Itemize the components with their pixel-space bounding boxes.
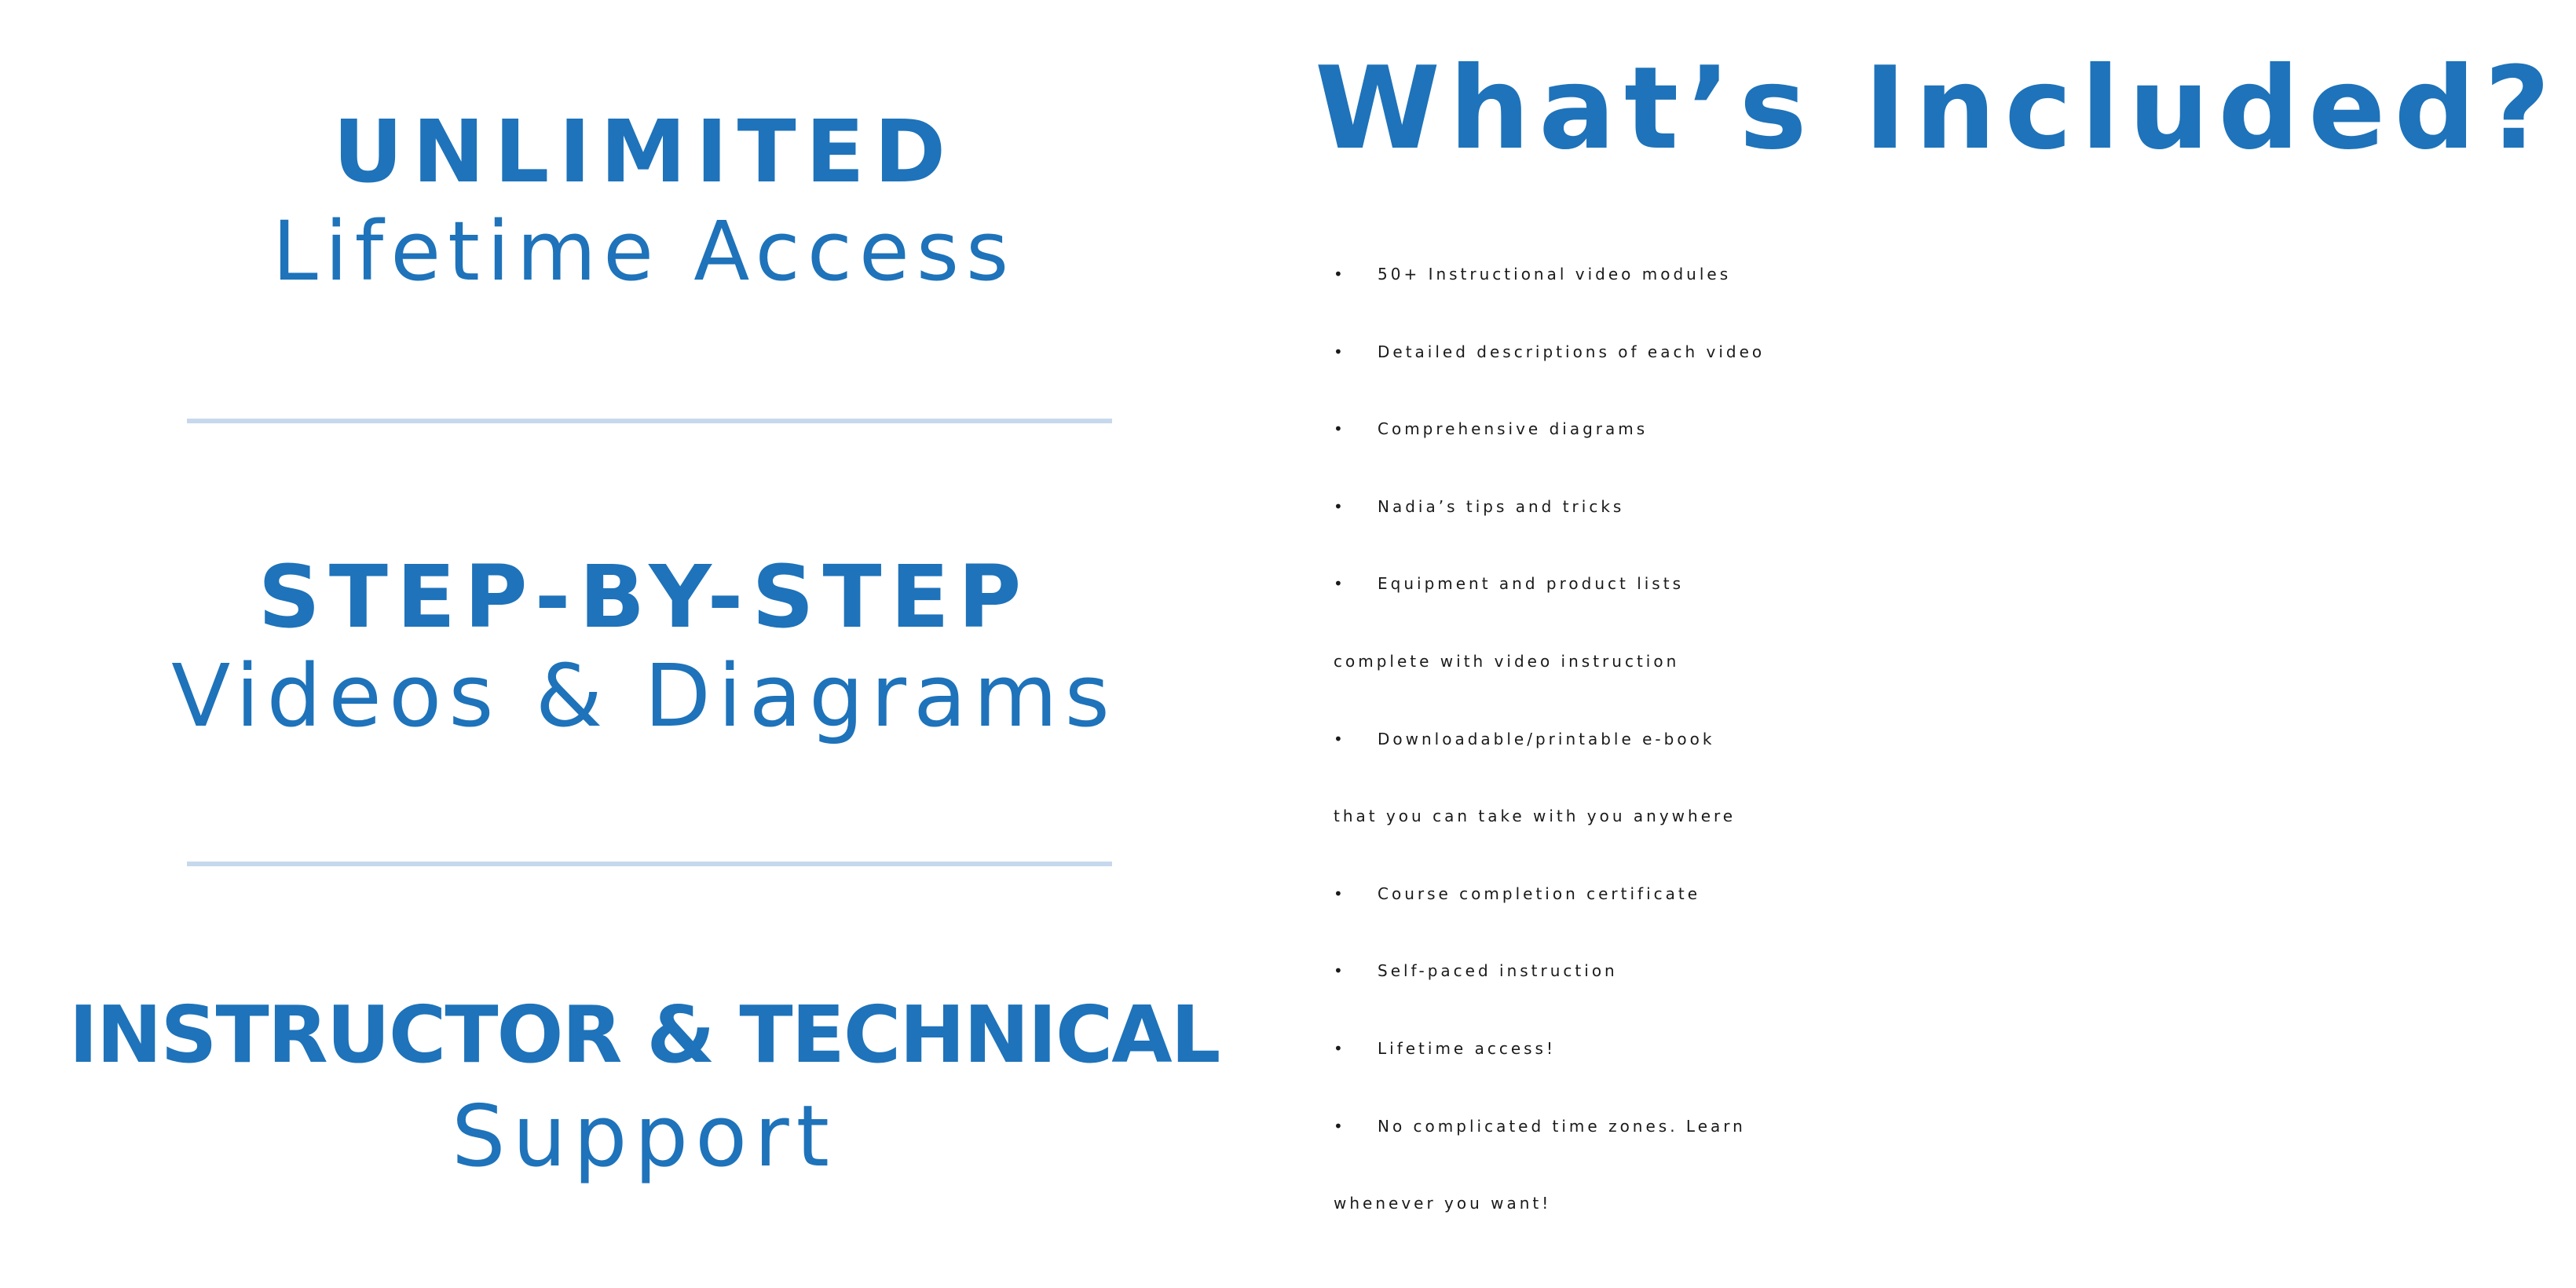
list-item-text: Nadia’s tips and tricks bbox=[1378, 496, 1625, 516]
list-item-text: Equipment and product lists bbox=[1378, 574, 1684, 594]
list-item: • Course completion certificate bbox=[1334, 855, 2574, 933]
list-item-text: Self-paced instruction bbox=[1378, 961, 1618, 981]
bullet-icon: • bbox=[1334, 1116, 1346, 1136]
list-item-continuation: complete with video instruction bbox=[1334, 651, 1680, 671]
divider bbox=[187, 862, 1112, 866]
feature-heading: UNLIMITED bbox=[332, 101, 956, 202]
list-item-text: 50+ Instructional video modules bbox=[1378, 265, 1732, 284]
list-item: • Nadia’s tips and tricks bbox=[1334, 468, 2574, 546]
feature-support: INSTRUCTOR & TECHNICAL Support bbox=[0, 996, 1288, 1180]
list-item-text: Downloadable/printable e-book bbox=[1378, 729, 1715, 748]
bullet-icon: • bbox=[1334, 729, 1346, 748]
bullet-icon: • bbox=[1334, 419, 1346, 439]
bullet-icon: • bbox=[1334, 1038, 1346, 1058]
list-item: • Comprehensive diagrams bbox=[1334, 390, 2574, 468]
list-item: • Equipment and product lists complete wit… bbox=[1334, 545, 2574, 700]
list-item-continuation: that you can take with you anywhere bbox=[1334, 807, 1736, 826]
whats-included-column: What’s Included? • 50+ Instructional vide… bbox=[1288, 0, 2576, 1288]
list-item-text: Course completion certificate bbox=[1378, 884, 1701, 903]
bullet-icon: • bbox=[1334, 574, 1346, 594]
list-item-text: Lifetime access! bbox=[1378, 1038, 1556, 1058]
whats-included-title: What’s Included? bbox=[1315, 42, 2560, 175]
bullet-icon: • bbox=[1334, 265, 1346, 284]
list-item: • Detailed descriptions of each video bbox=[1334, 313, 2574, 391]
feature-unlimited: UNLIMITED Lifetime Access bbox=[0, 108, 1288, 292]
list-item: • Lifetime access! bbox=[1334, 1010, 2574, 1088]
feature-subheading: Support bbox=[452, 1088, 836, 1186]
bullet-icon: • bbox=[1334, 884, 1346, 903]
list-item-text: Comprehensive diagrams bbox=[1378, 419, 1648, 439]
feature-heading: STEP-BY-STEP bbox=[258, 547, 1030, 647]
feature-heading: INSTRUCTOR & TECHNICAL bbox=[68, 989, 1221, 1081]
features-column: UNLIMITED Lifetime Access STEP-BY-STEP V… bbox=[0, 108, 1288, 1180]
feature-step-by-step: STEP-BY-STEP Videos & Diagrams bbox=[0, 554, 1288, 739]
list-item-text: No complicated time zones. Learn bbox=[1378, 1116, 1746, 1136]
bullet-icon: • bbox=[1334, 342, 1346, 361]
list-item-text: Detailed descriptions of each video bbox=[1378, 342, 1766, 361]
list-item: • Self-paced instruction bbox=[1334, 932, 2574, 1010]
included-list: • 50+ Instructional video modules • Detail… bbox=[1334, 236, 2574, 1242]
list-item: • 50+ Instructional video modules bbox=[1334, 236, 2574, 313]
feature-subheading: Videos & Diagrams bbox=[171, 646, 1117, 746]
bullet-icon: • bbox=[1334, 496, 1346, 516]
feature-subheading: Lifetime Access bbox=[272, 203, 1016, 299]
list-item: • Downloadable/printable e-book that you c… bbox=[1334, 701, 2574, 855]
bullet-icon: • bbox=[1334, 961, 1346, 981]
divider bbox=[187, 419, 1112, 423]
list-item-continuation: whenever you want! bbox=[1334, 1194, 1552, 1213]
list-item: • No complicated time zones. Learn wheneve… bbox=[1334, 1088, 2574, 1242]
